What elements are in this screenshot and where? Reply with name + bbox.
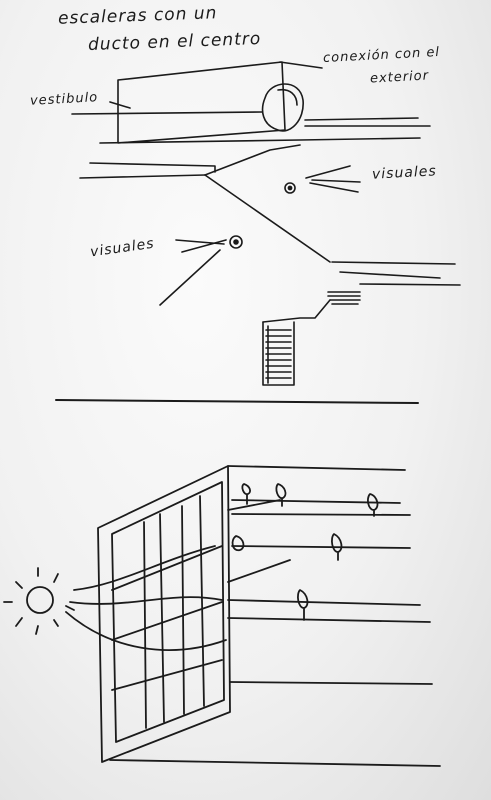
duct-diagonal-1 — [204, 174, 331, 263]
label-conexion-line-2: exterior — [369, 68, 430, 87]
figure-2 — [275, 483, 287, 507]
stair-plan — [71, 61, 461, 386]
eye-marker-left — [229, 235, 243, 249]
figure-3 — [367, 493, 379, 517]
window-frame — [97, 465, 231, 763]
figure-6 — [297, 589, 309, 621]
sun-icon — [26, 586, 54, 614]
duct-diagonal-2 — [204, 144, 301, 176]
divider-line — [55, 399, 419, 404]
stair-column — [262, 299, 331, 323]
label-visuales-right: visuales — [371, 163, 438, 183]
vestibulo-box — [117, 61, 286, 144]
eye-marker-right — [284, 182, 296, 194]
figure-5 — [331, 533, 343, 561]
figure-4 — [231, 535, 245, 552]
window-elevation — [3, 465, 441, 767]
connection-node — [261, 83, 304, 132]
figure-1 — [241, 483, 251, 505]
